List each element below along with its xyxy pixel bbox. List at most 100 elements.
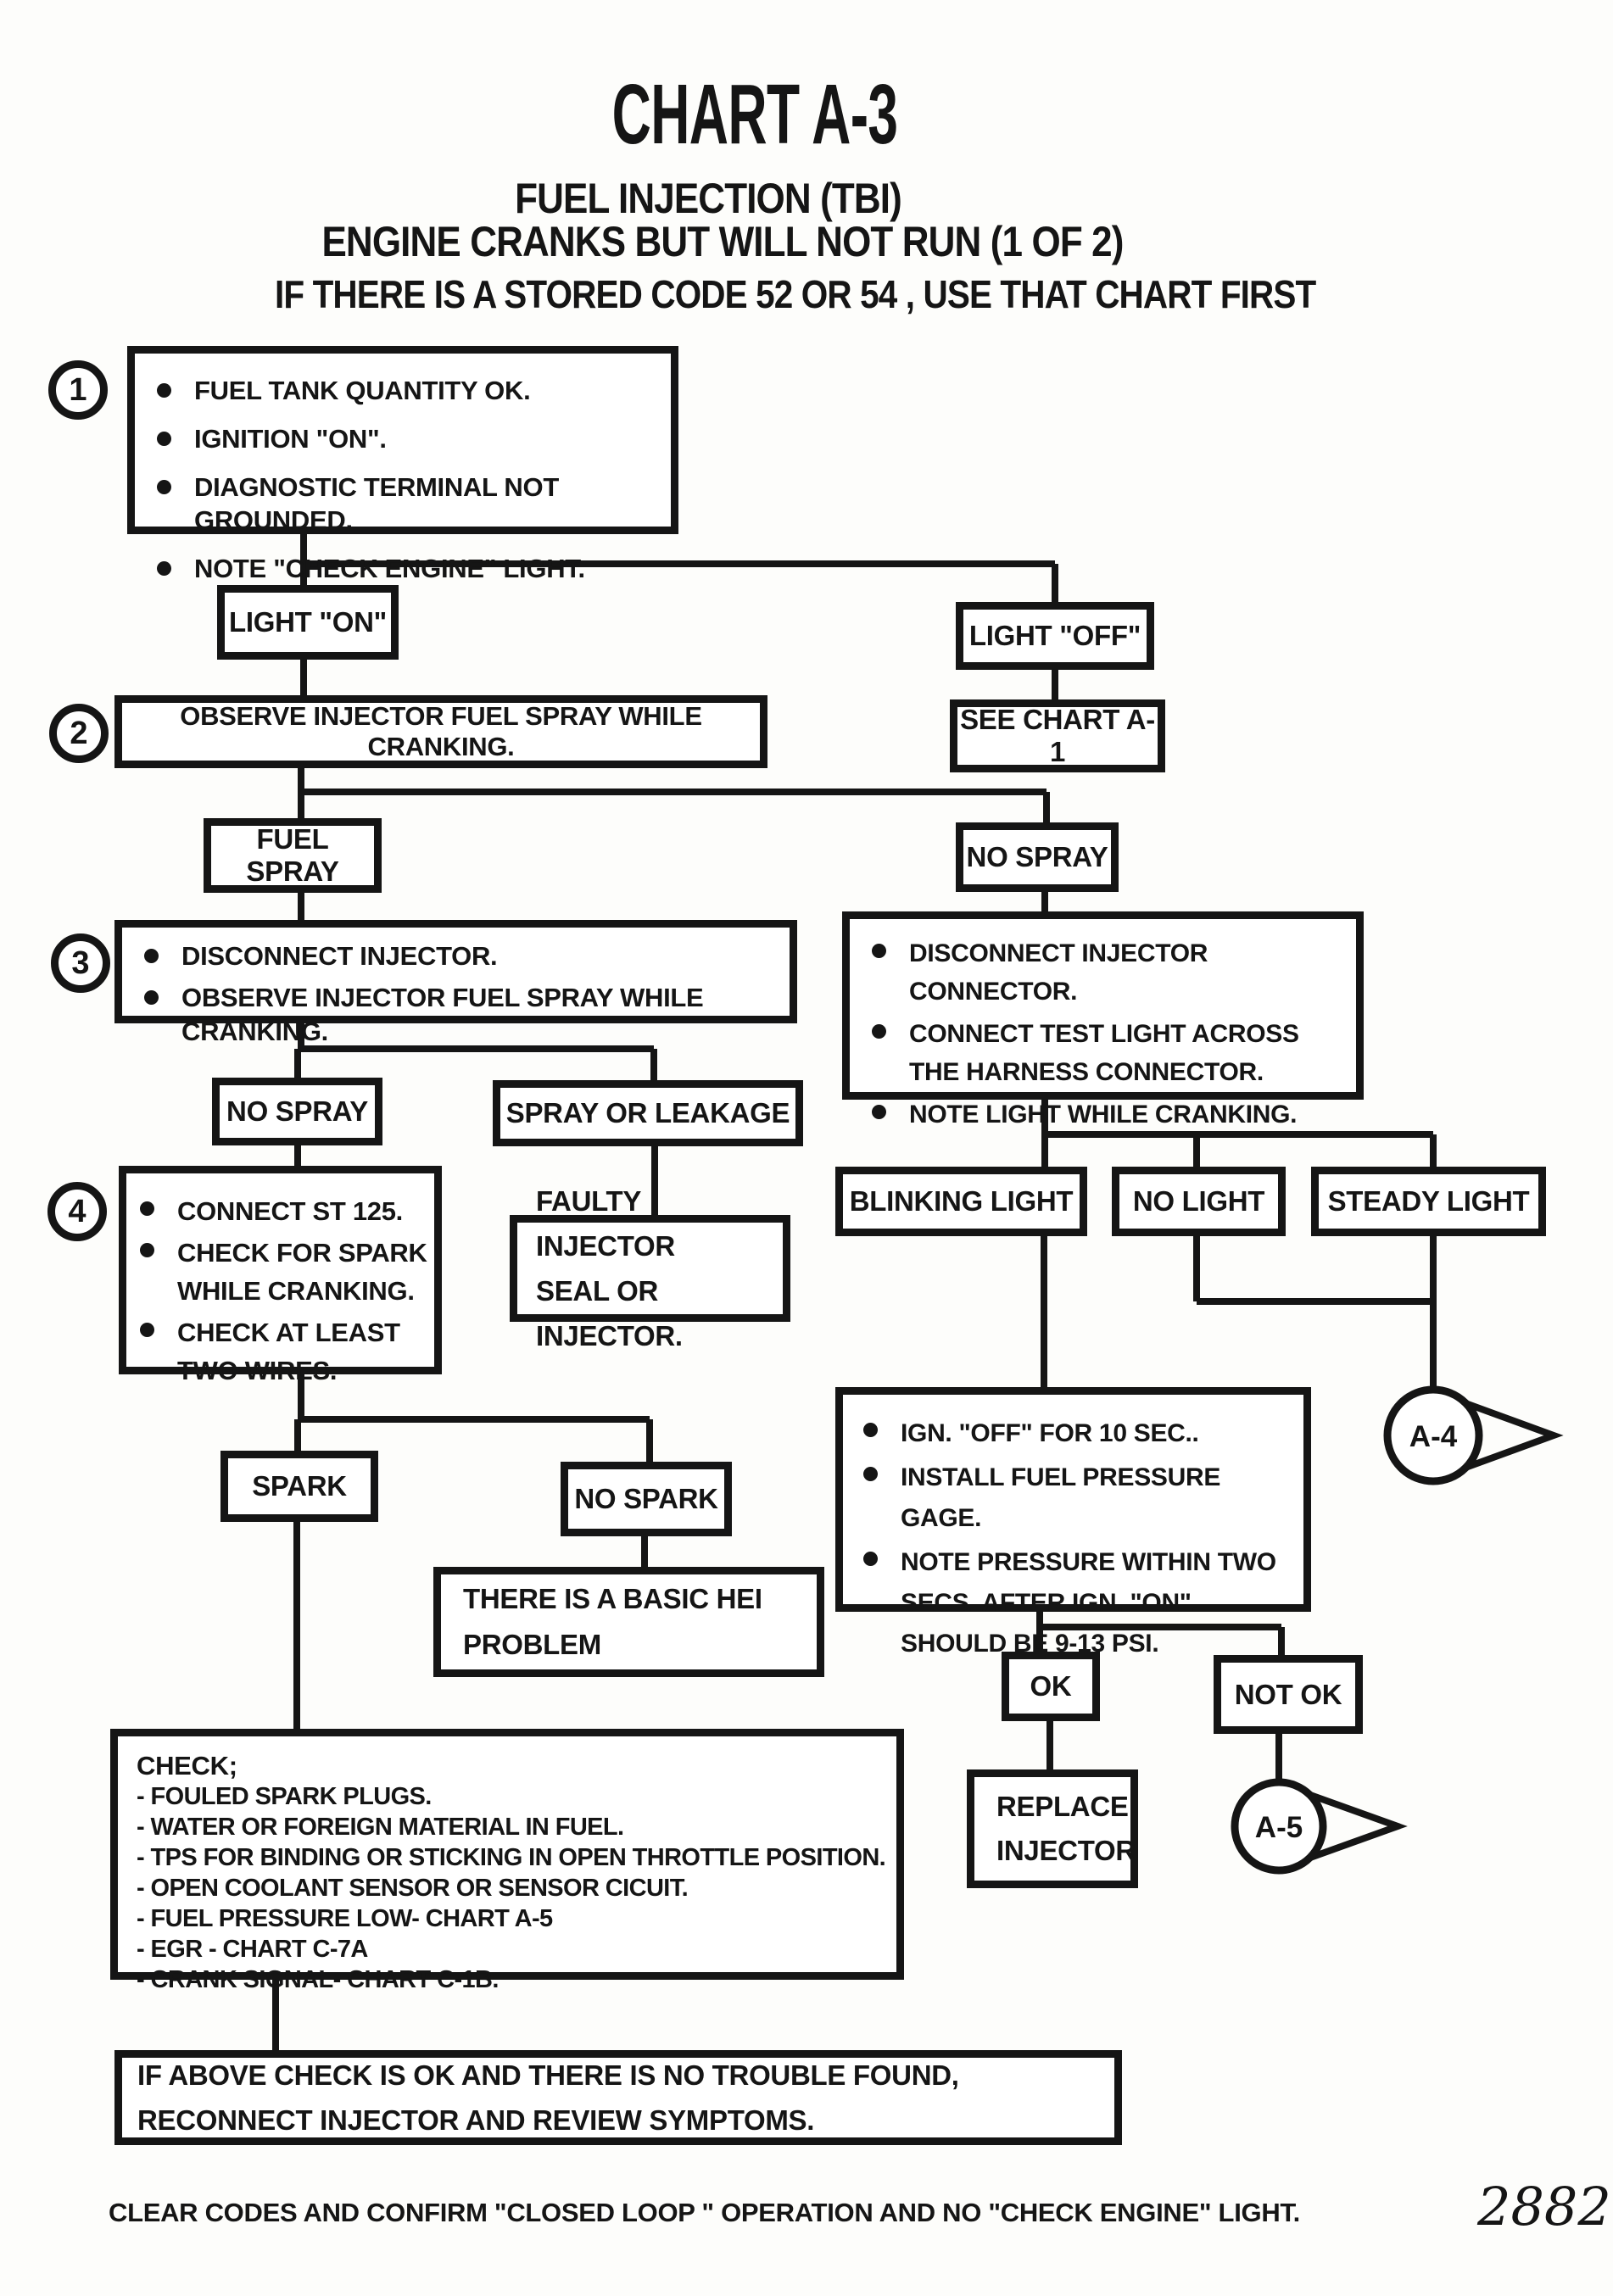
box-text-line: SEAL OR INJECTOR. xyxy=(536,1275,683,1351)
box-label: SPARK xyxy=(252,1470,347,1502)
list-item: DIAGNOSTIC TERMINAL NOT GROUNDED. xyxy=(147,471,659,537)
box-label: LIGHT "ON" xyxy=(229,606,387,638)
light-off-box: LIGHT "OFF" xyxy=(956,602,1154,670)
no-light-box: NO LIGHT xyxy=(1112,1167,1286,1236)
spray-or-leakage-box: SPRAY OR LEAKAGE xyxy=(493,1080,803,1146)
bullet-icon xyxy=(144,990,159,1005)
check-item: - FUEL PRESSURE LOW- CHART A-5 xyxy=(137,1905,553,1932)
list-item-text: NOTE "CHECK ENGINE" LIGHT. xyxy=(194,554,585,583)
pennant-icon xyxy=(1309,1792,1408,1861)
check-item: - EGR - CHART C-7A xyxy=(137,1936,368,1963)
page-subtitle-2: ENGINE CRANKS BUT WILL NOT RUN (1 OF 2) xyxy=(321,218,1124,265)
replace-injector-box: REPLACE INJECTOR xyxy=(967,1769,1138,1888)
basic-hei-problem-box: THERE IS A BASIC HEI PROBLEM xyxy=(433,1567,824,1677)
circle-icon xyxy=(1383,1385,1483,1485)
bullet-icon xyxy=(863,1552,878,1566)
harness-test-light-box: DISCONNECT INJECTOR CONNECTOR. CONNECT T… xyxy=(842,911,1364,1128)
step-number: 3 xyxy=(71,945,90,981)
list-item: CHECK AT LEAST TWO WIRES. xyxy=(130,1313,429,1390)
steady-light-box: STEADY LIGHT xyxy=(1311,1167,1546,1236)
list-item-text: IGNITION "ON". xyxy=(194,424,387,454)
list-item: CONNECT ST 125. xyxy=(130,1192,429,1230)
page-title: CHART A-3 xyxy=(611,67,898,162)
list-item: IGN. "OFF" FOR 10 SEC.. xyxy=(853,1413,1297,1454)
offpage-label-a4: A-4 xyxy=(1409,1420,1458,1453)
not-ok-box: NOT OK xyxy=(1214,1655,1363,1734)
box-label: OK xyxy=(1030,1670,1072,1702)
list-item-text: NOTE PRESSURE WITHIN TWO SECS. AFTER IGN… xyxy=(901,1548,1276,1658)
bullet-icon xyxy=(157,561,171,576)
box-text-line: IF ABOVE CHECK IS OK AND THERE IS NO TRO… xyxy=(137,2059,959,2091)
list-item: FUEL TANK QUANTITY OK. xyxy=(147,374,659,407)
check-item: - CRANK SIGNAL- CHART C-1B. xyxy=(137,1966,499,1993)
list-item-text: IGN. "OFF" FOR 10 SEC.. xyxy=(901,1419,1199,1447)
step-circle-3: 3 xyxy=(51,933,110,993)
step-circle-1: 1 xyxy=(48,360,108,420)
check-item: - WATER OR FOREIGN MATERIAL IN FUEL. xyxy=(137,1814,624,1841)
no-spray-left-box: NO SPRAY xyxy=(212,1078,382,1145)
step4-box: CONNECT ST 125. CHECK FOR SPARK WHILE CR… xyxy=(119,1166,442,1385)
box-label: STEADY LIGHT xyxy=(1327,1185,1530,1217)
list-item: OBSERVE INJECTOR FUEL SPRAY WHILE CRANKI… xyxy=(134,981,778,1049)
list-item: CHECK FOR SPARK WHILE CRANKING. xyxy=(130,1234,429,1310)
box-text-line: THERE IS A BASIC HEI xyxy=(463,1583,762,1614)
box-text-line: INJECTOR xyxy=(996,1835,1136,1866)
box-label: NO SPRAY xyxy=(226,1095,368,1127)
list-item: NOTE "CHECK ENGINE" LIGHT. xyxy=(147,552,659,585)
faulty-injector-box: FAULTY INJECTOR SEAL OR INJECTOR. xyxy=(510,1185,790,1351)
circle-icon xyxy=(1231,1778,1327,1875)
box-text-line: FAULTY INJECTOR xyxy=(536,1185,675,1262)
step1-box: FUEL TANK QUANTITY OK. IGNITION "ON". DI… xyxy=(127,346,678,583)
step-circle-2: 2 xyxy=(49,704,109,763)
list-item-text: DISCONNECT INJECTOR. xyxy=(181,941,498,971)
list-item-text: CONNECT ST 125. xyxy=(177,1196,403,1226)
box-label: NOT OK xyxy=(1234,1678,1342,1710)
bullet-icon xyxy=(140,1323,154,1337)
offpage-connector-a5: A-5 xyxy=(1231,1778,1408,1875)
page-subtitle-1: FUEL INJECTION (TBI) xyxy=(515,175,902,222)
bullet-icon xyxy=(157,432,171,446)
list-item-text: OBSERVE INJECTOR FUEL SPRAY WHILE CRANKI… xyxy=(181,983,704,1046)
box-label: NO SPRAY xyxy=(966,841,1108,872)
box-label: OBSERVE INJECTOR FUEL SPRAY WHILE CRANKI… xyxy=(180,701,702,761)
page-subtitle-3: IF THERE IS A STORED CODE 52 OR 54 , USE… xyxy=(275,272,1316,316)
list-item: DISCONNECT INJECTOR CONNECTOR. xyxy=(862,934,1348,1011)
list-item-text: DISCONNECT INJECTOR CONNECTOR. xyxy=(909,939,1208,1006)
step-circle-4: 4 xyxy=(47,1182,107,1241)
bullet-icon xyxy=(157,480,171,494)
footer-note: CLEAR CODES AND CONFIRM "CLOSED LOOP " O… xyxy=(109,2198,1300,2227)
step-number: 2 xyxy=(70,715,88,751)
list-item-text: DIAGNOSTIC TERMINAL NOT GROUNDED. xyxy=(194,472,559,535)
box-label: NO SPARK xyxy=(574,1483,718,1514)
see-chart-a1-box: SEE CHART A-1 xyxy=(950,699,1165,772)
bullet-icon xyxy=(863,1423,878,1437)
box-text-line: RECONNECT INJECTOR AND REVIEW SYMPTOMS. xyxy=(137,2104,815,2136)
blinking-light-box: BLINKING LIGHT xyxy=(835,1167,1087,1236)
list-item-text: INSTALL FUEL PRESSURE GAGE. xyxy=(901,1463,1221,1532)
box-label: SPRAY OR LEAKAGE xyxy=(505,1097,790,1128)
bullet-icon xyxy=(872,944,886,958)
list-item: CONNECT TEST LIGHT ACROSS THE HARNESS CO… xyxy=(862,1015,1348,1091)
list-item-text: CHECK AT LEAST TWO WIRES. xyxy=(177,1318,400,1385)
list-item: IGNITION "ON". xyxy=(147,422,659,455)
reconnect-injector-box: IF ABOVE CHECK IS OK AND THERE IS NO TRO… xyxy=(114,2050,1122,2145)
bullet-icon xyxy=(140,1201,154,1216)
check-item: - TPS FOR BINDING OR STICKING IN OPEN TH… xyxy=(137,1844,886,1871)
step-number: 1 xyxy=(69,371,87,408)
step-number: 4 xyxy=(68,1193,87,1229)
ok-box: OK xyxy=(1002,1652,1100,1721)
connector-line xyxy=(272,534,1437,2050)
box-text-line: PROBLEM xyxy=(463,1629,601,1660)
check-list-box: CHECK; - FOULED SPARK PLUGS.- WATER OR F… xyxy=(110,1729,904,1993)
list-item: NOTE PRESSURE WITHIN TWO SECS. AFTER IGN… xyxy=(853,1542,1297,1664)
list-item-text: CHECK FOR SPARK WHILE CRANKING. xyxy=(177,1238,427,1306)
list-item: INSTALL FUEL PRESSURE GAGE. xyxy=(853,1457,1297,1539)
spark-box: SPARK xyxy=(220,1451,378,1522)
list-item-text: FUEL TANK QUANTITY OK. xyxy=(194,376,531,405)
fuel-spray-box: FUEL SPRAY xyxy=(204,818,382,893)
box-label: LIGHT "OFF" xyxy=(968,620,1141,651)
box-text-line: REPLACE xyxy=(996,1791,1129,1822)
pennant-icon xyxy=(1464,1400,1564,1471)
